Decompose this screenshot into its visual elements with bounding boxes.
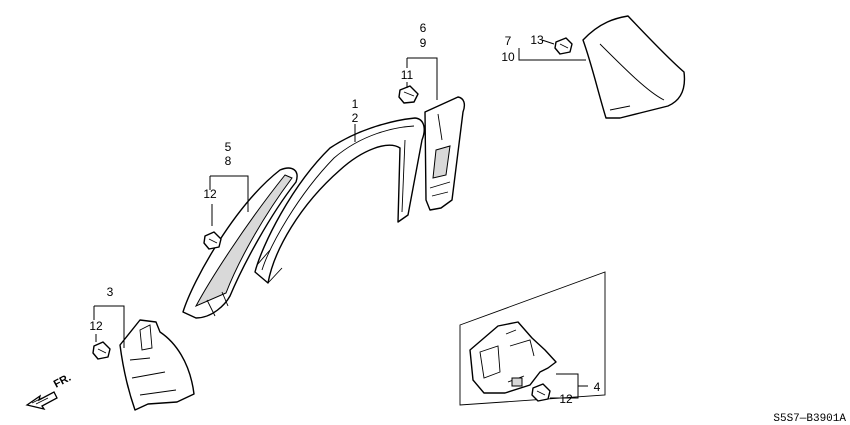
- front-pillar-garnish: [182, 167, 298, 319]
- callout-5: 5: [225, 140, 232, 154]
- door-opening-trim: [254, 117, 425, 284]
- rear-pillar-garnish: [582, 15, 686, 119]
- callout-10: 10: [501, 50, 515, 64]
- callout-4: 4: [594, 380, 601, 394]
- leader-lines: [93, 39, 588, 399]
- direction-label: FR.: [52, 372, 73, 391]
- callout-12-sill: 12: [559, 392, 573, 406]
- callout-12-kick: 12: [89, 319, 103, 333]
- clip-11: [398, 85, 419, 104]
- front-direction-arrow: FR.: [25, 372, 73, 411]
- diagram-code: S5S7—B3901A: [773, 413, 846, 425]
- clip-12-kick: [92, 341, 111, 360]
- sill-inset-panel: [459, 271, 606, 406]
- callout-9: 9: [420, 36, 427, 50]
- callout-13: 13: [530, 33, 544, 47]
- callout-11: 11: [401, 68, 414, 82]
- clip-12-pillar: [203, 231, 222, 250]
- callout-2: 2: [352, 111, 359, 125]
- callout-3: 3: [107, 285, 114, 299]
- callout-1: 1: [352, 97, 359, 111]
- callout-7: 7: [505, 34, 512, 48]
- clip-12-sill: [531, 383, 551, 402]
- callout-8: 8: [225, 154, 232, 168]
- clip-13: [554, 37, 573, 55]
- kick-panel: [119, 319, 195, 411]
- callout-6: 6: [420, 21, 427, 35]
- callout-12-pillar: 12: [203, 187, 217, 201]
- center-pillar-garnish: [424, 96, 466, 211]
